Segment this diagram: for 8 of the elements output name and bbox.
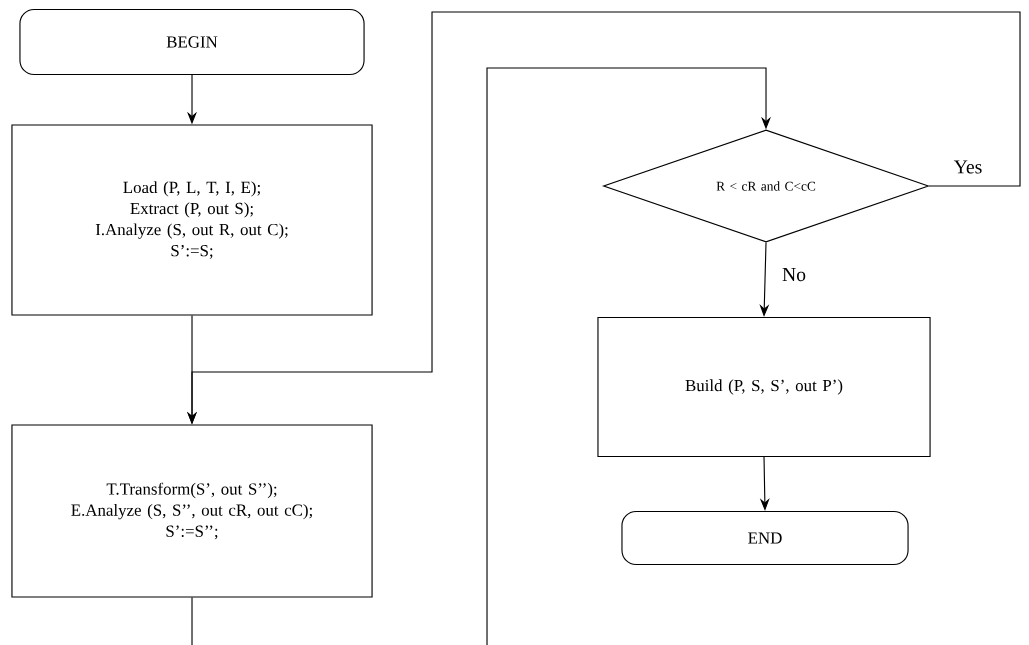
edge-label: Yes <box>952 159 984 175</box>
process-box: T.Transform(S’, out S’’); E.Analyze (S, S’’, out cR, out cC); S’:=S’’; <box>11 424 373 598</box>
terminal-box: END <box>621 510 909 566</box>
terminal-box: BEGIN <box>19 8 365 76</box>
process-box: Load (P, L, T, I, E); Extract (P, out S); I.Analyze (S, out R, out C); S’:=S; <box>11 124 373 316</box>
edge-label: No <box>780 266 808 283</box>
process-box: Build (P, S, S’, out P’) <box>597 316 931 458</box>
arrow <box>191 67 771 645</box>
